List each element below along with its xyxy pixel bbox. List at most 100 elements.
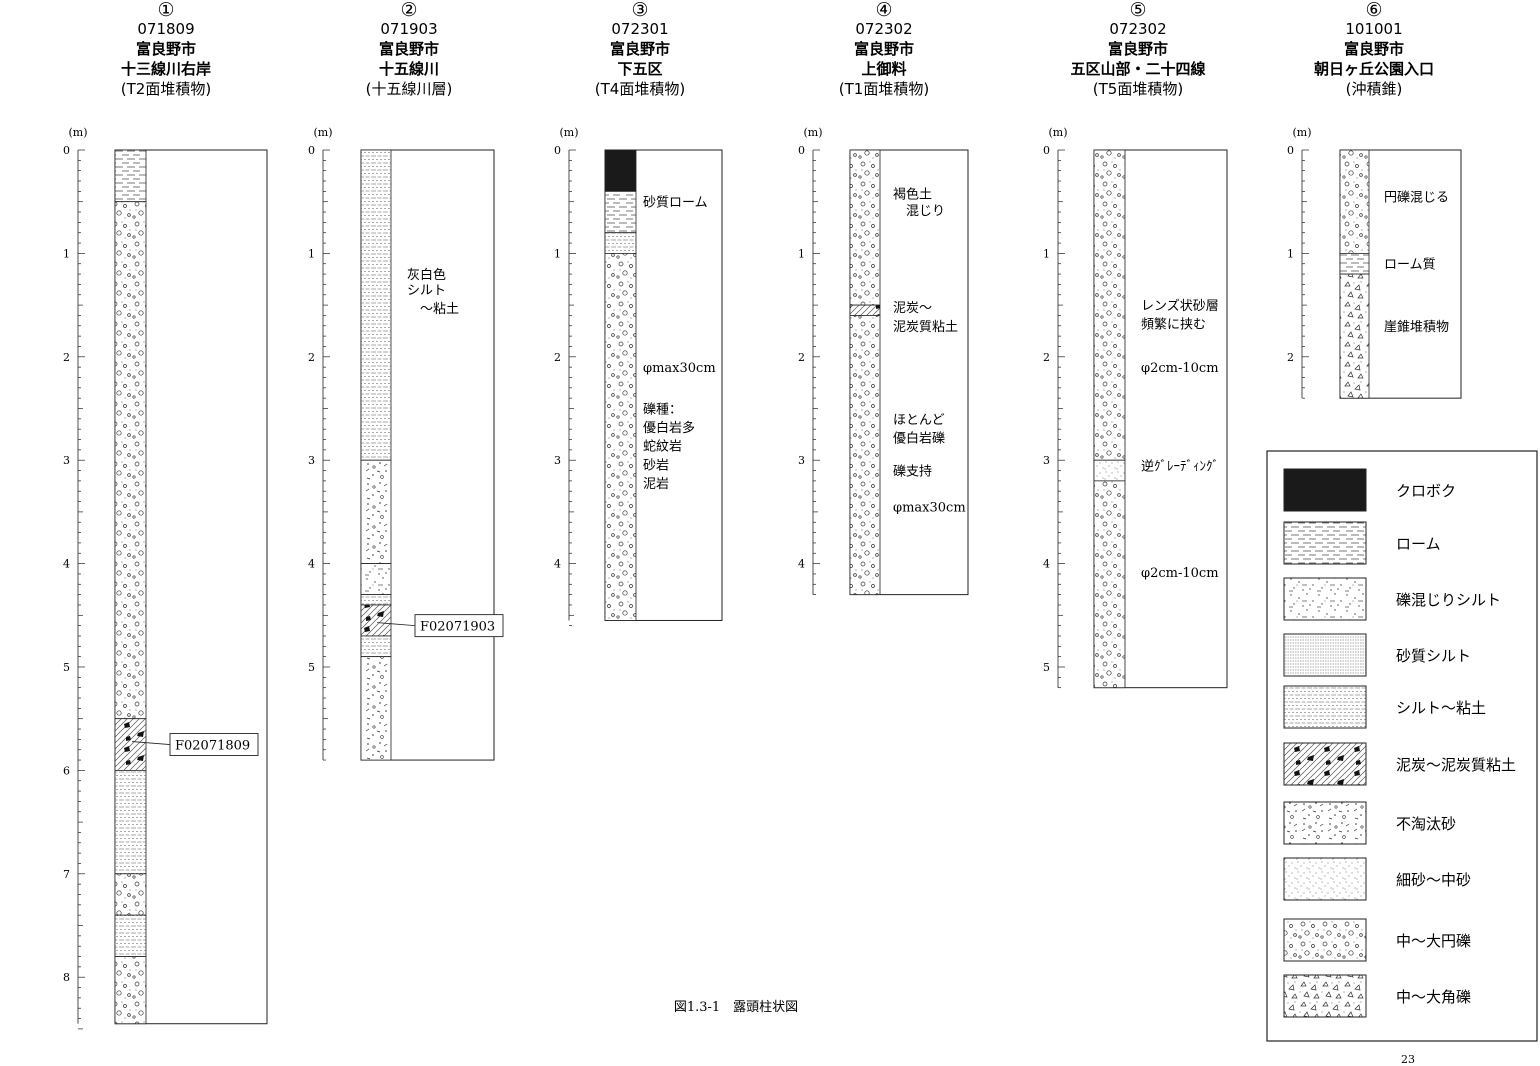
column-place: 十五線川	[379, 60, 439, 78]
depth-tick-label: 1	[1287, 247, 1294, 260]
layer-note: φ2cm-10cm	[1141, 361, 1219, 376]
legend-swatch-peat	[1283, 742, 1367, 786]
layer-note: 蛇紋岩	[643, 440, 682, 455]
layer-note: 砂質ローム	[643, 196, 708, 211]
layer-poorly-sorted-sand	[360, 459, 392, 565]
layer-note: 頻繁に挟む	[1141, 317, 1206, 333]
legend-label: 不淘汰砂	[1396, 815, 1456, 833]
legend-label: 礫混じりシルト	[1396, 591, 1501, 609]
layer-note: 褐色土	[893, 186, 932, 202]
column-unit: (十五線川層)	[366, 80, 453, 98]
depth-unit-label: (m)	[68, 126, 87, 139]
depth-tick-label: 4	[308, 558, 315, 571]
column-unit: (T1面堆積物)	[839, 80, 929, 98]
column-place: 上御料	[861, 60, 906, 78]
legend-box: クロボクローム礫混じりシルト砂質シルトシルト～粘土泥炭～泥炭質粘土不淘汰砂細砂～…	[1266, 450, 1538, 1042]
legend-swatch-sandy-silt	[1283, 633, 1367, 677]
column-city: 富良野市	[854, 40, 914, 58]
layer-med-large-round-gravel	[849, 315, 881, 596]
legend-label: 細砂～中砂	[1396, 871, 1471, 889]
layer-note: 泥炭～	[893, 301, 932, 316]
layer-note: ～粘土	[407, 302, 459, 317]
depth-tick-label: 1	[798, 247, 805, 260]
layer-silt-clay	[114, 770, 147, 875]
layer-med-large-round-gravel	[849, 149, 881, 306]
layer-silt-clay	[604, 232, 637, 254]
sample-leader	[131, 741, 171, 745]
legend-swatch-gravelly-silt	[1283, 577, 1367, 621]
layer-note: φmax30cm	[893, 501, 966, 516]
layer-note: レンズ状砂層	[1141, 298, 1219, 314]
column-number: ③	[631, 0, 648, 21]
depth-tick-label: 3	[798, 454, 805, 467]
column-number: ①	[157, 0, 174, 21]
layer-kuroboku	[604, 149, 637, 192]
sample-leader	[376, 622, 416, 627]
layer-peat	[360, 604, 392, 637]
column-number: ④	[875, 0, 892, 21]
depth-unit-label: (m)	[313, 126, 332, 139]
column-code: 072302	[855, 20, 912, 38]
layer-med-large-round-gravel	[1093, 149, 1126, 461]
column-unit: (T4面堆積物)	[595, 80, 685, 98]
depth-unit-label: (m)	[559, 126, 578, 139]
layer-med-large-round-gravel	[114, 201, 147, 720]
column-code: 072302	[1109, 20, 1166, 38]
sample-id: F02071903	[420, 620, 495, 635]
column-6: ⑥101001富良野市朝日ヶ丘公園入口(沖積錐)(m)012円礫混じるローム質崖…	[1287, 0, 1462, 399]
legend-label: ローム	[1396, 535, 1441, 553]
column-number: ⑥	[1365, 0, 1382, 21]
layer-loam	[604, 190, 637, 234]
layer-peat	[114, 718, 147, 771]
layer-loam	[114, 149, 147, 203]
column-place: 十三線川右岸	[121, 60, 211, 78]
column-city: 富良野市	[1344, 40, 1404, 58]
column-number: ②	[400, 0, 417, 21]
depth-tick-label: 0	[63, 144, 70, 157]
depth-tick-label: 4	[798, 558, 805, 571]
sample-box	[414, 614, 504, 638]
layer-silt-clay	[114, 914, 147, 957]
legend-label: 中～大円礫	[1396, 932, 1471, 950]
depth-tick-label: 3	[554, 454, 561, 467]
column-code: 072301	[611, 20, 668, 38]
legend-swatch-fine-medium-sand	[1283, 857, 1367, 901]
depth-tick-label: 4	[1043, 558, 1050, 571]
column-place: 下五区	[617, 60, 662, 78]
column-code: 071903	[380, 20, 437, 38]
depth-tick-label: 5	[63, 661, 70, 674]
depth-tick-label: 2	[798, 351, 805, 364]
depth-tick-label: 4	[554, 558, 561, 571]
layer-note: 優白岩礫	[893, 430, 945, 446]
depth-unit-label: (m)	[1292, 126, 1311, 139]
layer-note: 円礫混じる	[1384, 190, 1449, 206]
layer-silt-clay	[360, 594, 392, 606]
depth-tick-label: 1	[63, 247, 70, 260]
depth-tick-label: 2	[1043, 351, 1050, 364]
legend-swatch-loam	[1283, 521, 1367, 565]
legend-label: シルト～粘土	[1396, 699, 1486, 717]
layer-silt-clay	[360, 149, 392, 461]
layer-silt-clay	[360, 635, 392, 658]
depth-tick-label: 3	[1043, 454, 1050, 467]
legend-label: 砂質シルト	[1396, 647, 1471, 665]
page-number: 23	[1401, 1053, 1415, 1066]
column-city: 富良野市	[610, 40, 670, 58]
column-place: 五区山部・二十四線	[1070, 60, 1205, 78]
column-place: 朝日ヶ丘公園入口	[1314, 60, 1434, 78]
column-unit: (T2面堆積物)	[121, 80, 211, 98]
depth-tick-label: 3	[308, 454, 315, 467]
depth-tick-label: 8	[63, 971, 70, 984]
layer-note: 砂岩	[643, 458, 669, 473]
column-city: 富良野市	[1108, 40, 1168, 58]
column-number: ⑤	[1129, 0, 1146, 21]
legend-label: クロボク	[1396, 482, 1456, 500]
layer-med-large-angular-gravel	[1339, 273, 1370, 399]
layer-peat	[849, 304, 881, 316]
layer-note: 優白岩多	[643, 420, 695, 436]
layer-note: 礫種：	[643, 402, 682, 418]
layer-fine-medium-sand	[1093, 459, 1126, 482]
column-1: ①071809富良野市十三線川右岸(T2面堆積物)(m)012345678F02…	[63, 0, 268, 1030]
column-unit: (沖積錐)	[1346, 80, 1403, 98]
column-5: ⑤072302富良野市五区山部・二十四線(T5面堆積物)(m)012345レンズ…	[1043, 0, 1228, 689]
